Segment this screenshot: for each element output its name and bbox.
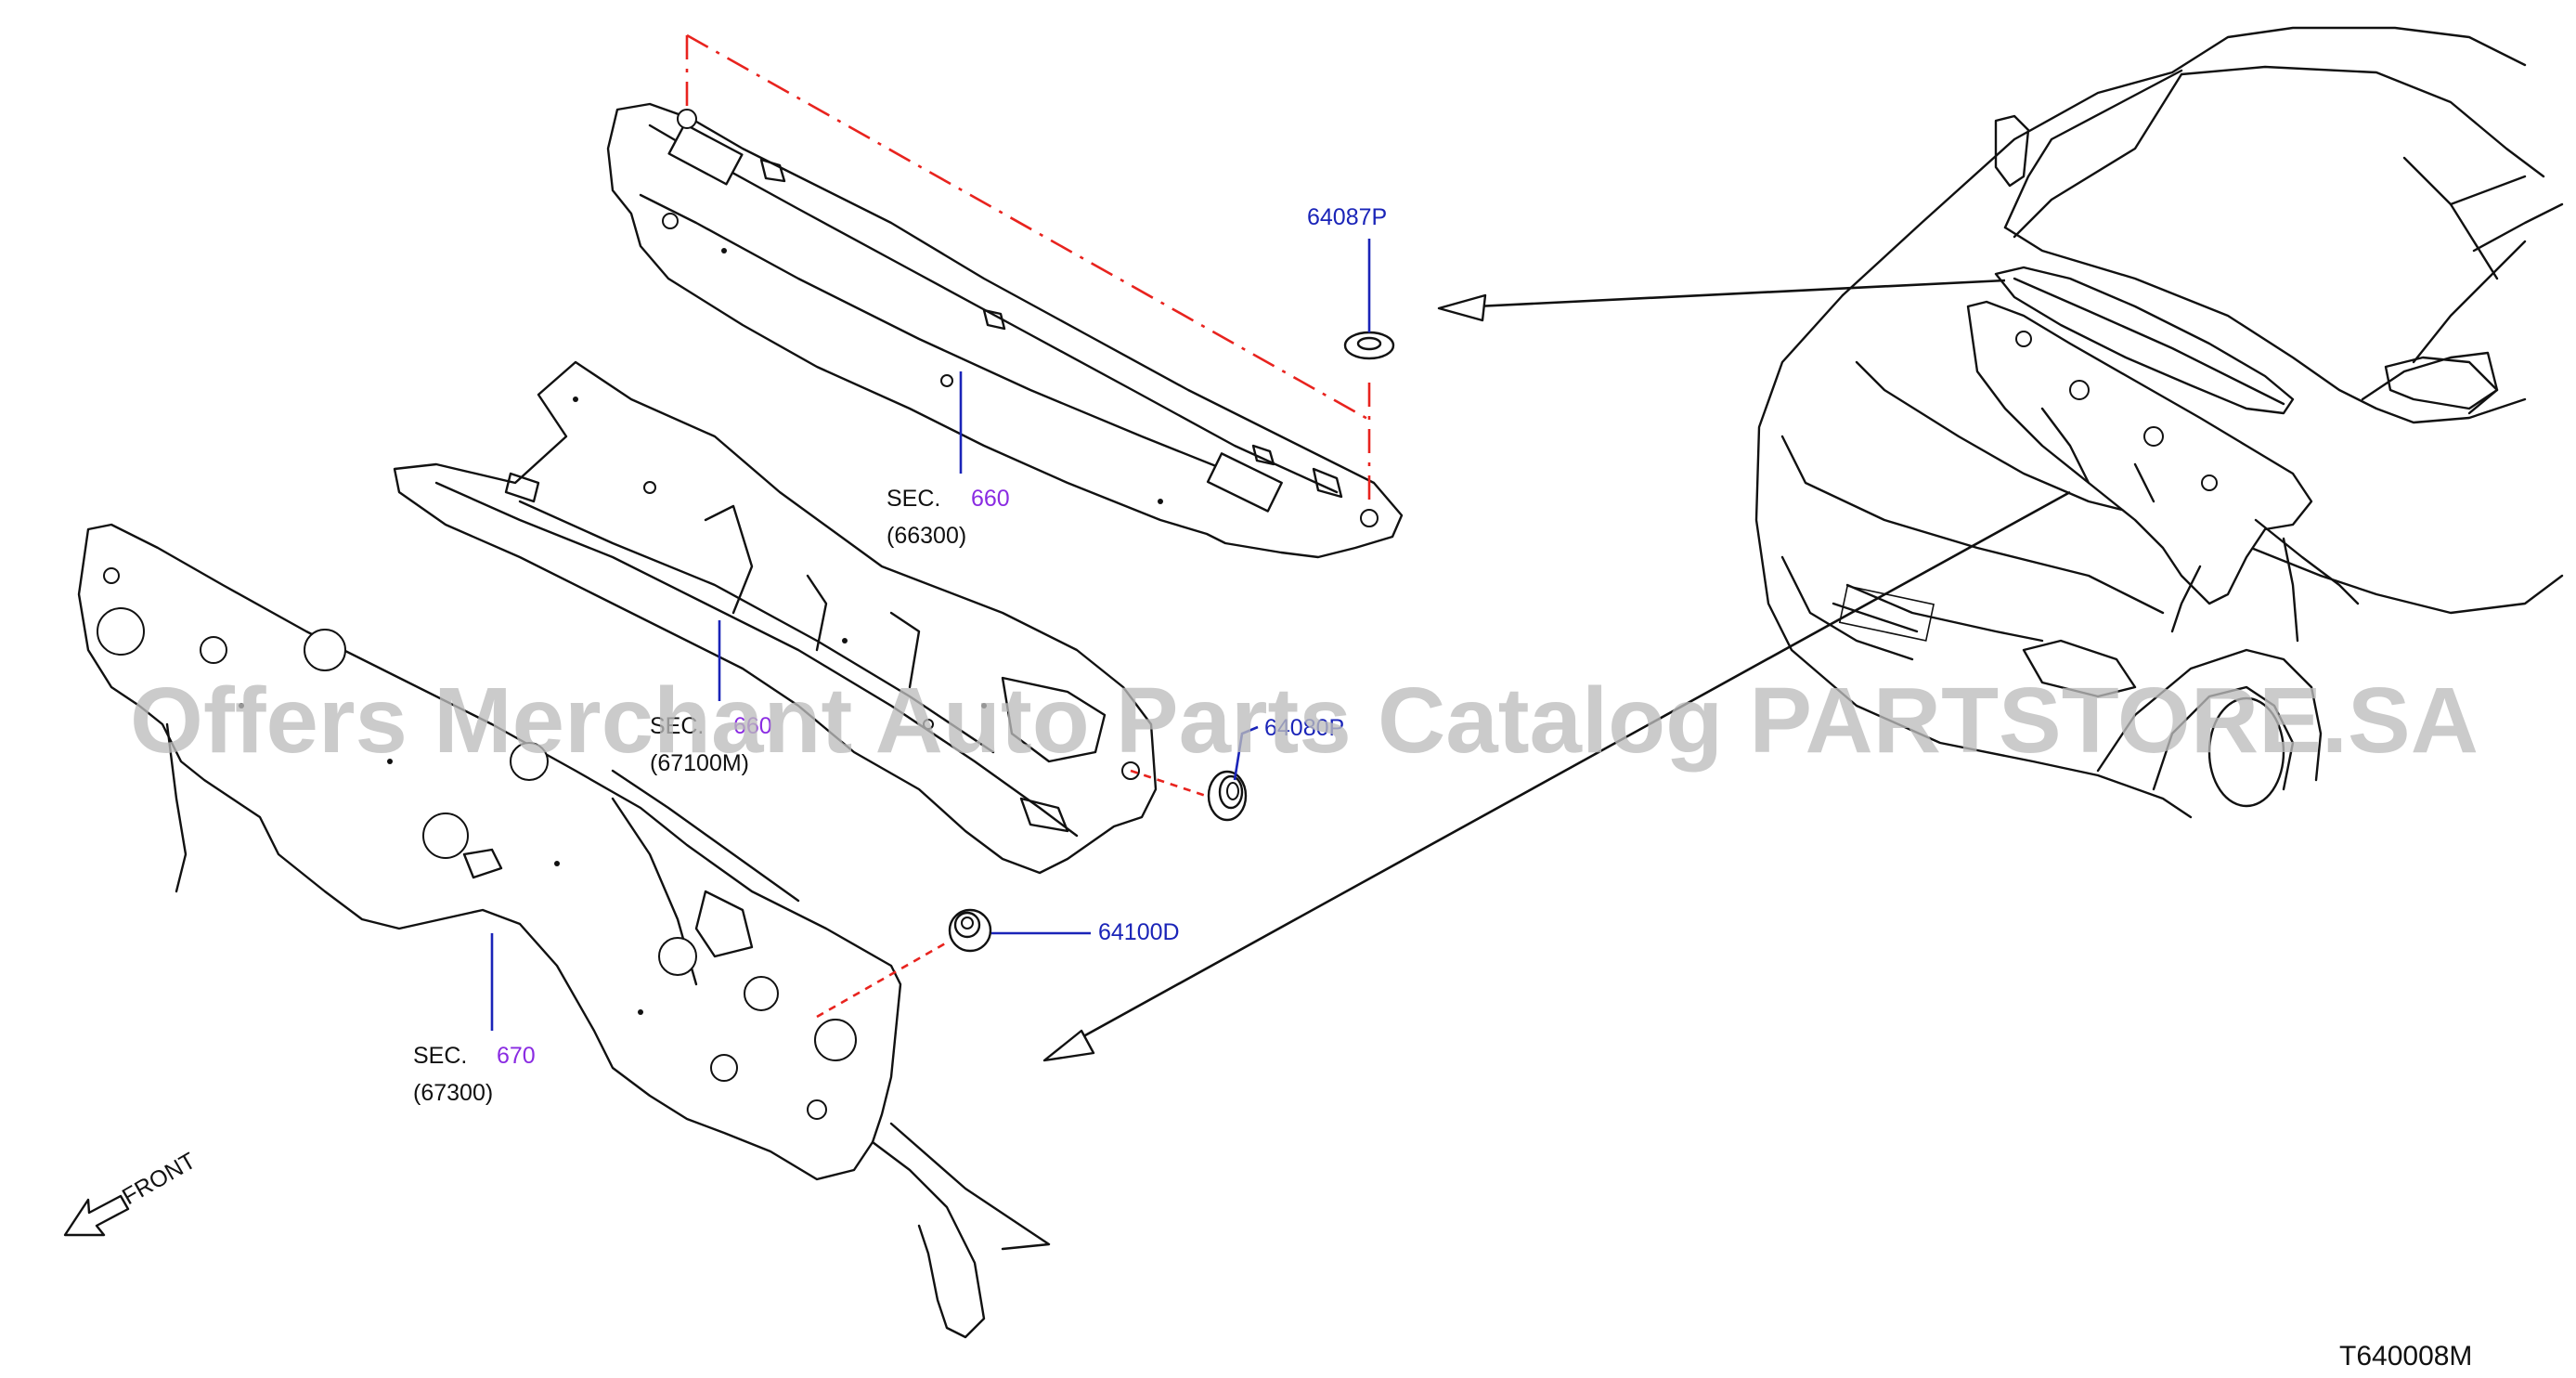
grommet-64080p[interactable] [1207,770,1248,822]
section-prefix: SEC. [650,713,704,739]
section-ref-66300[interactable]: SEC. 660 (66300) [887,486,1010,549]
installed-cowl-view [1966,266,2360,643]
section-ref: (67300) [413,1080,493,1106]
section-ref: (66300) [887,523,966,549]
section-ref-67300[interactable]: SEC. 670 (67300) [413,1043,536,1106]
section-number[interactable]: 660 [733,713,772,739]
front-arrow-icon [63,1194,130,1237]
grommet-64100d[interactable] [948,908,992,953]
front-label: FRONT [118,1148,201,1210]
grommet-64087p[interactable] [1343,331,1395,360]
part-label-64087p[interactable]: 64087P [1307,204,1387,230]
callout-arrows [1042,279,2071,1062]
cowl-inner-panel-part[interactable] [393,360,1158,875]
cowl-top-panel-part[interactable] [606,102,1404,559]
section-number[interactable]: 660 [971,486,1010,512]
section-ref: (67100M) [650,750,749,776]
front-direction-indicator: FRONT [63,1148,201,1237]
part-leaders [490,239,1371,1031]
section-prefix: SEC. [413,1043,467,1069]
diagram-code: T640008M [2339,1341,2472,1372]
section-number[interactable]: 670 [497,1043,536,1069]
vehicle-outline [1754,26,2564,819]
part-label-64080p[interactable]: 64080P [1264,715,1344,741]
exploded-leaders [685,33,1371,1019]
section-ref-67100m[interactable]: SEC. 660 (67100M) [650,713,772,776]
part-label-64100d[interactable]: 64100D [1098,919,1180,945]
section-prefix: SEC. [887,486,940,512]
watermark-text: Offers Merchant Auto Parts Catalog PARTS… [130,669,2479,773]
dash-lower-panel-part[interactable] [77,523,1051,1339]
